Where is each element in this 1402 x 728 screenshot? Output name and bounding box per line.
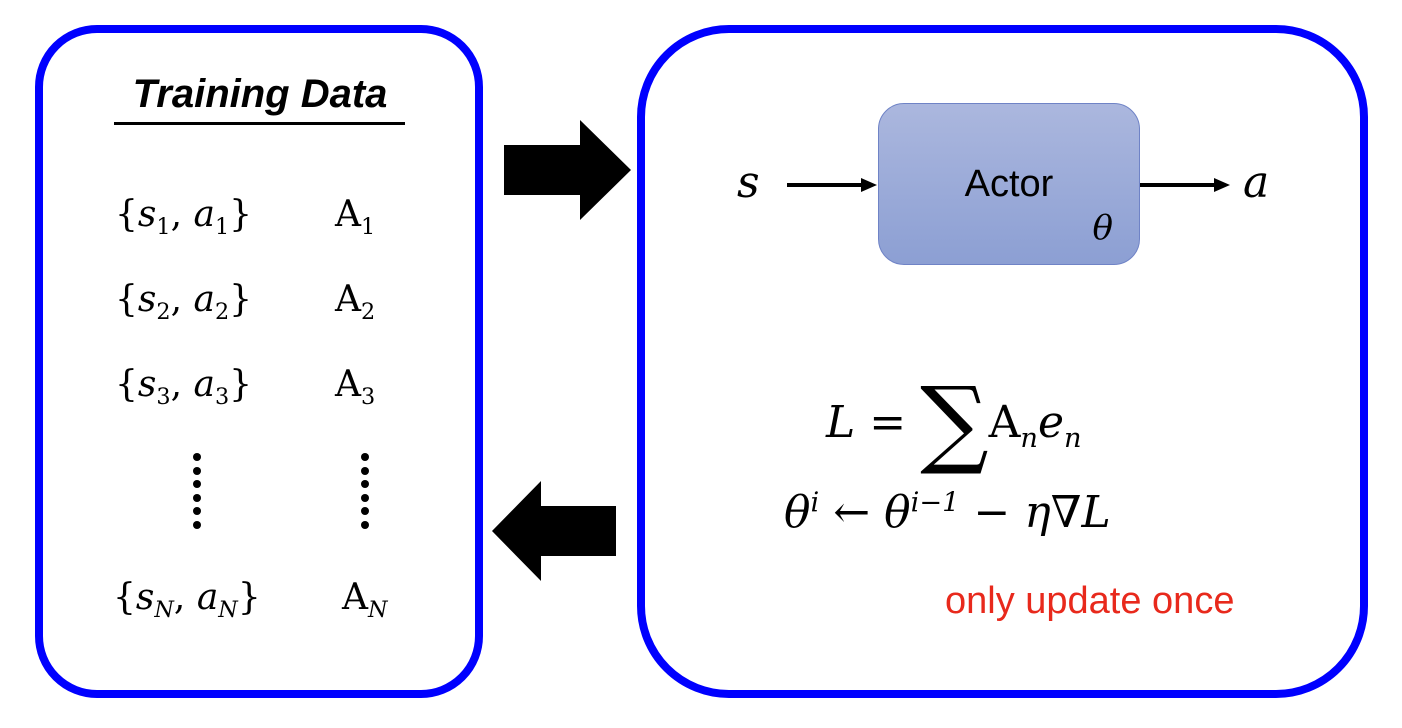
gradient-update-equation: θi ← θi−1 − η∇L (784, 487, 1111, 539)
action-index: N (218, 597, 238, 624)
advantage-symbol: A (342, 577, 368, 618)
advantage-2: A2 (335, 279, 375, 324)
training-data-title: Training Data (132, 72, 388, 116)
iteration-superscript: i (810, 487, 820, 519)
advantage-index: 1 (361, 214, 376, 241)
title-underline (114, 122, 405, 125)
state-index: 2 (156, 299, 171, 326)
data-pair-3: {s3, a3} (115, 364, 253, 409)
advantage-index: 3 (361, 384, 376, 411)
state-index: 3 (156, 384, 171, 411)
advantage-n: AN (342, 577, 388, 622)
state-index: N (154, 597, 174, 624)
cross-entropy-subscript: n (1064, 422, 1082, 454)
data-pair-1: {s1, a1} (115, 194, 253, 239)
action-index: 1 (214, 214, 230, 241)
vertical-ellipsis-pairs (193, 453, 201, 534)
vertical-ellipsis-advantages (361, 453, 369, 534)
comma: , (170, 194, 183, 235)
action-symbol: a (193, 279, 215, 320)
comma: , (170, 279, 183, 320)
brace-close: } (229, 279, 253, 320)
assignment-arrow: ← (833, 487, 871, 538)
actor-input-state: s (737, 157, 760, 208)
advantage-index: 2 (361, 299, 376, 326)
action-index: 2 (214, 299, 230, 326)
loss-symbol: L (1081, 487, 1111, 538)
actor-network-box: Actor θ (878, 103, 1140, 265)
loss-equation: L = ∑Anen (826, 356, 1082, 470)
minus-sign: − (973, 487, 1011, 538)
advantage-index: N (368, 597, 388, 624)
action-symbol: a (193, 194, 215, 235)
actor-parameter-theta: θ (1092, 208, 1113, 248)
action-symbol: a (193, 364, 215, 405)
brace-open: { (115, 279, 138, 320)
advantage-symbol: A (335, 279, 361, 320)
update-once-note: only update once (945, 580, 1235, 622)
input-arrow-icon (787, 178, 877, 192)
learning-rate-eta: η (1024, 487, 1051, 538)
equals-sign: = (869, 397, 907, 448)
advantage-1: A1 (335, 194, 375, 239)
state-symbol: s (137, 194, 157, 235)
action-index: 3 (214, 384, 230, 411)
summation-symbol: ∑ (920, 366, 989, 478)
loss-symbol: L (826, 397, 856, 448)
data-pair-2: {s2, a2} (115, 279, 253, 324)
data-pair-n: {sN, aN} (113, 577, 261, 622)
left-block-arrow-icon (492, 481, 616, 581)
brace-open: { (115, 194, 138, 235)
output-arrow-icon (1140, 178, 1230, 192)
state-index: 1 (156, 214, 171, 241)
right-block-arrow-icon (504, 120, 631, 220)
brace-open: { (115, 364, 138, 405)
brace-close: } (237, 577, 261, 618)
actor-label: Actor (964, 163, 1054, 205)
advantage-subscript: n (1020, 422, 1038, 454)
theta-new: θ (784, 487, 811, 538)
advantage-symbol: A (335, 194, 361, 235)
advantage-3: A3 (335, 364, 375, 409)
previous-iteration-superscript: i−1 (910, 487, 960, 519)
action-symbol: a (196, 577, 219, 618)
comma: , (170, 364, 183, 405)
state-symbol: s (137, 364, 157, 405)
theta-old: θ (884, 487, 911, 538)
brace-close: } (229, 364, 253, 405)
brace-close: } (229, 194, 253, 235)
training-data-panel (35, 25, 483, 698)
advantage-symbol: A (335, 364, 361, 405)
cross-entropy-term: e (1037, 397, 1065, 448)
gradient-nabla: ∇ (1050, 487, 1082, 538)
advantage-term: A (988, 397, 1021, 448)
actor-output-action: a (1243, 157, 1270, 208)
state-symbol: s (135, 577, 155, 618)
state-symbol: s (137, 279, 157, 320)
comma: , (173, 577, 186, 618)
brace-open: { (113, 577, 136, 618)
